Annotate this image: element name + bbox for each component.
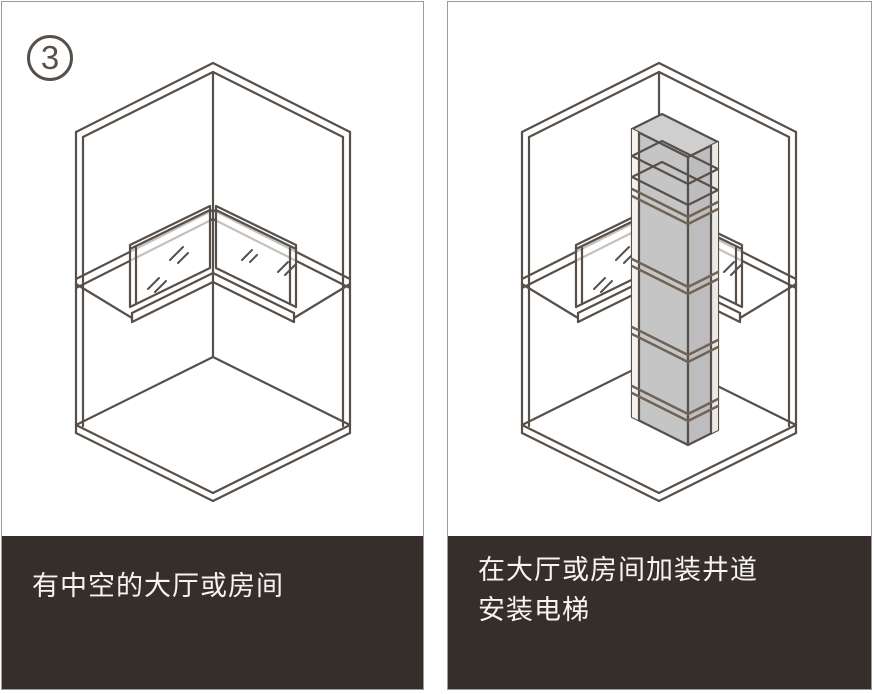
caption-left: 有中空的大厅或房间 [2,536,423,689]
caption-right-line1: 在大厅或房间加装井道 [478,555,758,585]
caption-left-line1: 有中空的大厅或房间 [32,571,284,601]
room-drawing-with-shaft [520,61,798,503]
caption-right-line2: 安装电梯 [478,595,590,625]
caption-right: 在大厅或房间加装井道 安装电梯 [448,536,871,689]
step-badge: 3 [27,35,73,81]
right-panel: 在大厅或房间加装井道 安装电梯 [447,1,872,690]
step-number: 3 [40,39,60,76]
left-panel: 3 [1,1,424,690]
elevator-shaft [630,112,720,447]
room-drawing-empty [74,61,352,503]
